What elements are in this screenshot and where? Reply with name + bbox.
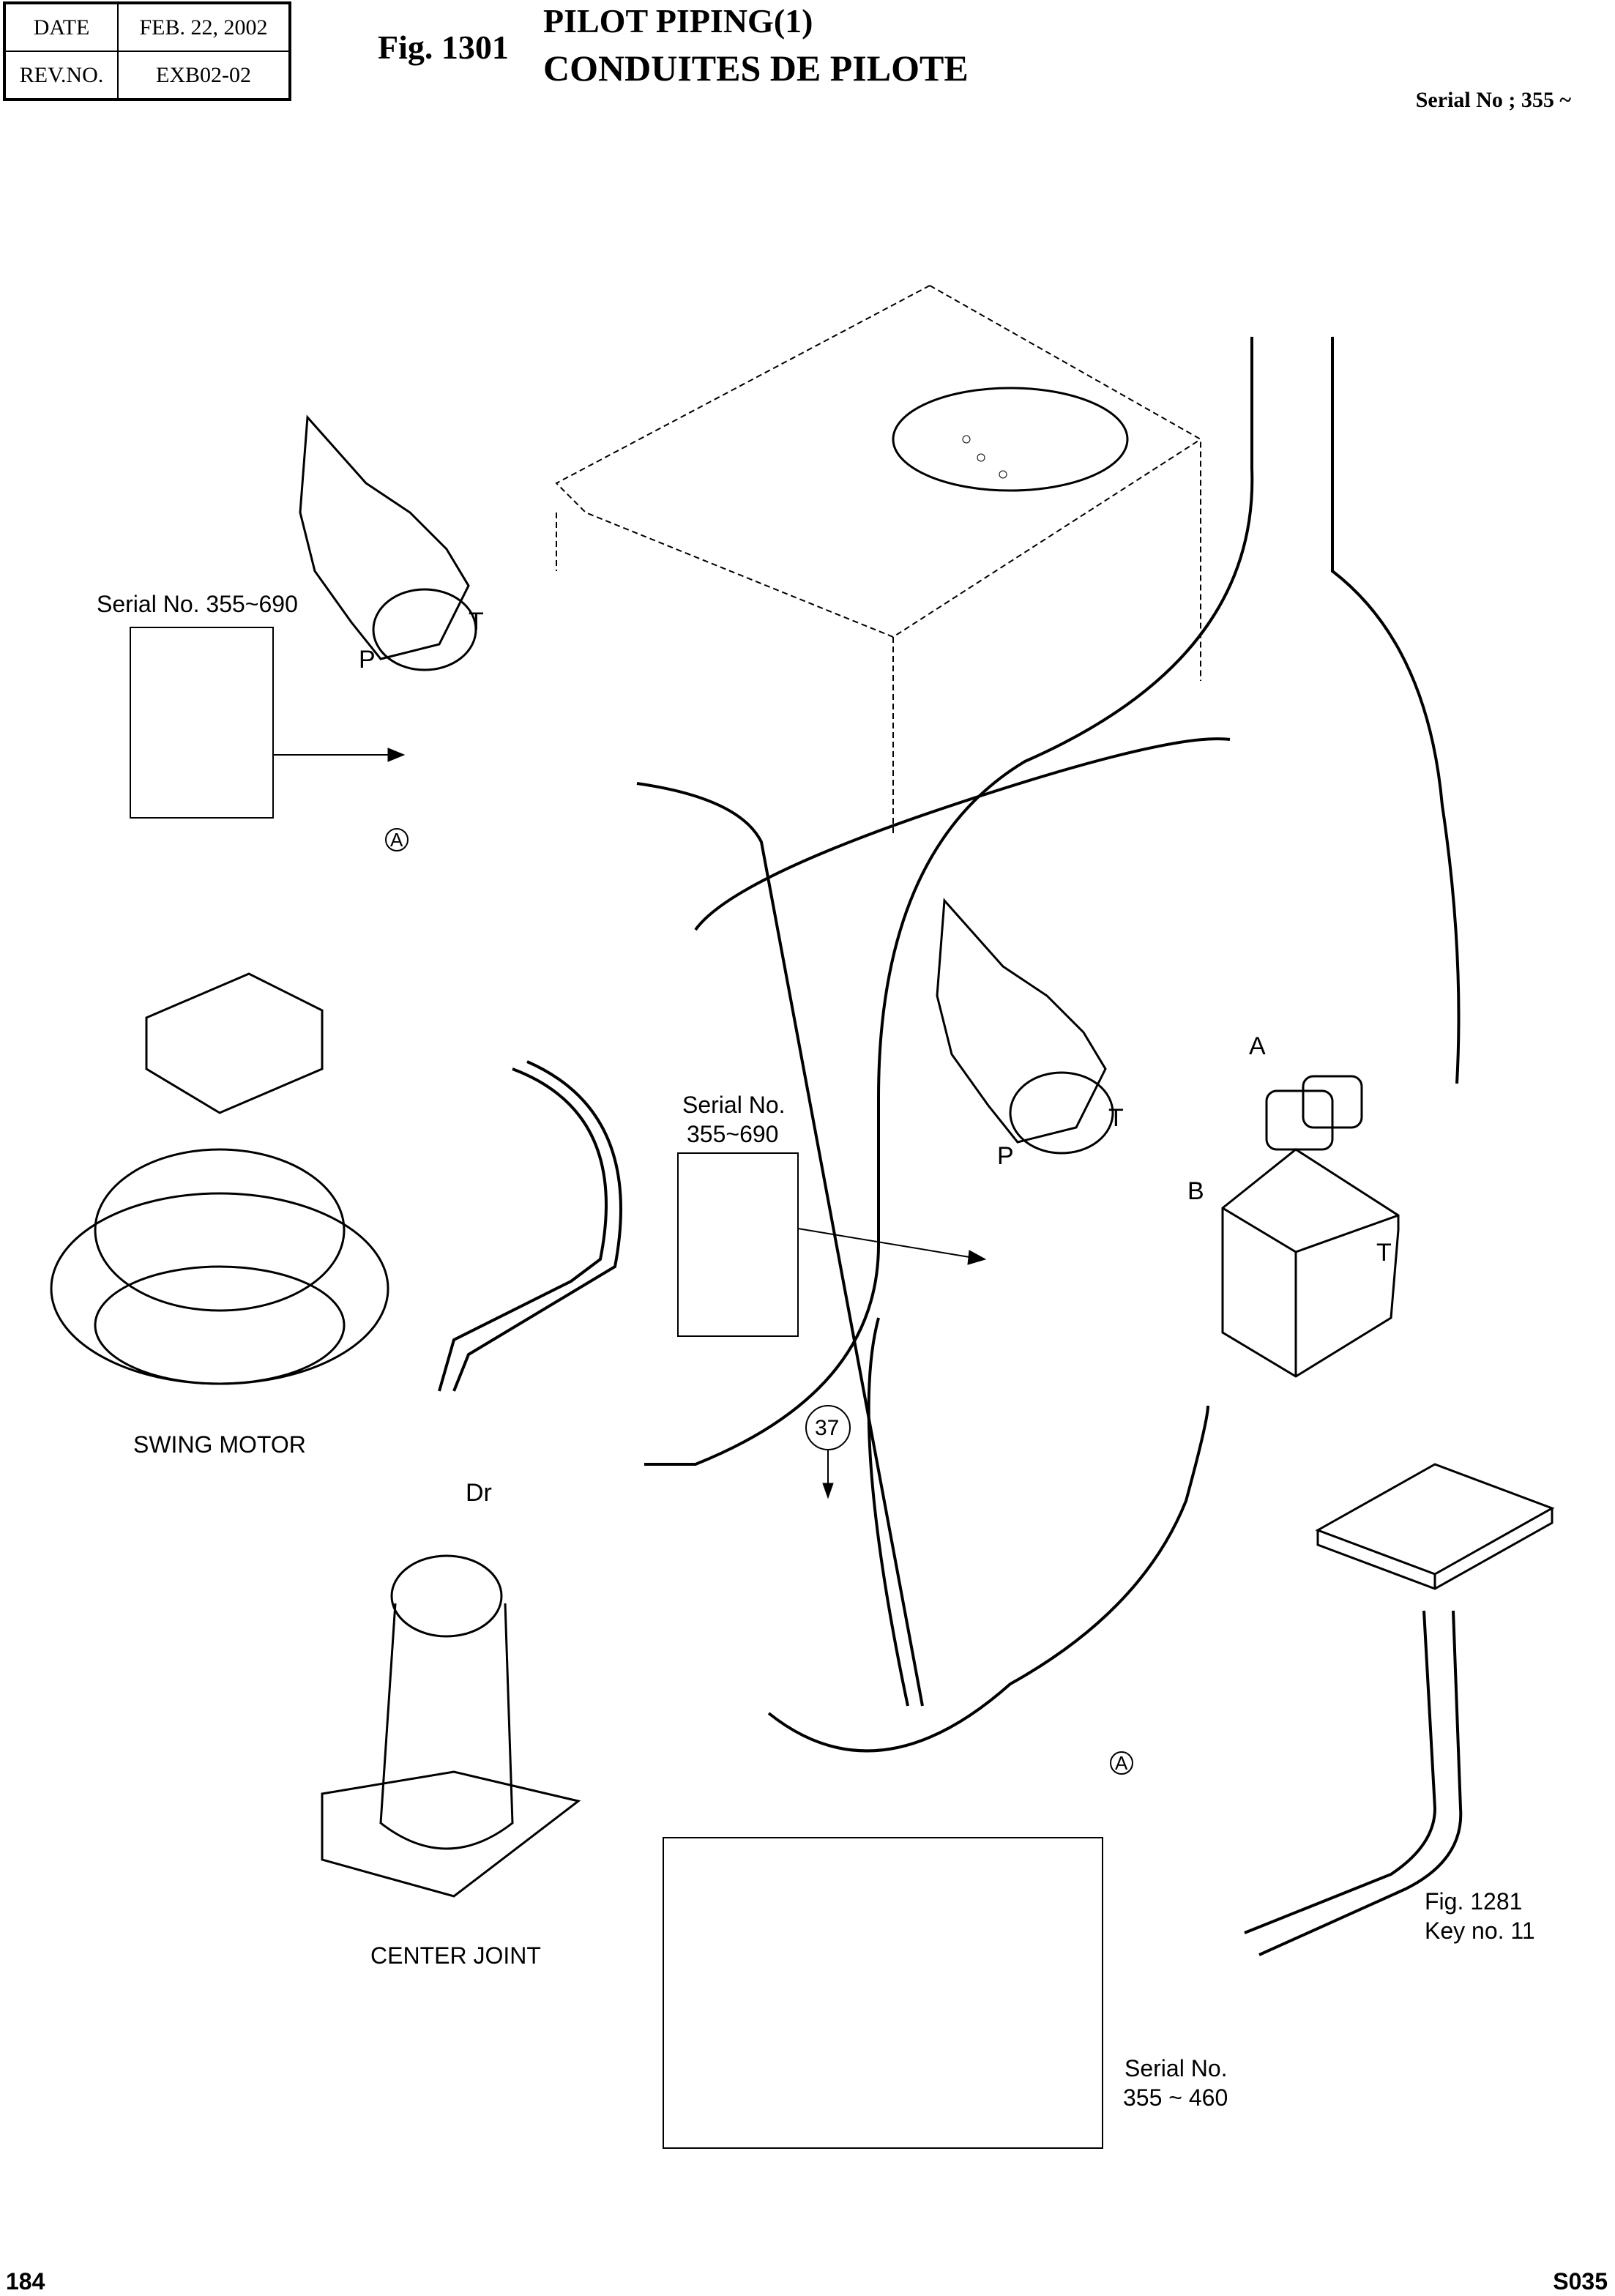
figure-number: Fig. 1301 [378,29,509,66]
port-p-left: P [359,646,376,674]
callout-a-top: A [390,829,403,851]
callout-37: 37 [815,1416,840,1440]
port-t-left: T [469,608,484,636]
left-joystick [299,414,477,671]
inset-box-1 [130,627,274,819]
valve-port-t: T [1376,1239,1392,1267]
title-english: PILOT PIPING(1) [543,2,813,40]
document-code: S035 [1553,2268,1608,2295]
revision-table: DATE FEB. 22, 2002 REV.NO. EXB02-02 [3,1,291,101]
date-label: DATE [3,2,119,52]
pipe-assembly [1244,1610,1463,1956]
center-joint [321,1554,581,1898]
inset-box-3 [663,1837,1103,2149]
swing-motor [50,972,389,1385]
drain-port-label: Dr [466,1479,492,1507]
mounting-plate [1315,1463,1555,1590]
valve-port-a: A [1249,1032,1266,1060]
hoses [438,337,1461,1753]
rev-label: REV.NO. [3,51,119,100]
inset1-serial-label: Serial No. 355~690 [97,591,298,617]
callout-a-bottom: A [1115,1752,1128,1774]
cab-outline [555,285,1201,835]
callout-a-top-circle [385,828,409,851]
right-joystick [936,898,1114,1155]
port-p-right: P [997,1142,1014,1170]
solenoid-valve [1221,1075,1400,1378]
center-joint-label: CENTER JOINT [370,1942,541,1969]
port-t-right: T [1108,1104,1124,1132]
date-value: FEB. 22, 2002 [117,2,291,52]
title-french: CONDUITES DE PILOTE [543,48,969,89]
cab-turntable [892,387,1129,492]
rev-value: EXB02-02 [117,51,291,100]
valve-port-b: B [1187,1177,1204,1205]
callout-a-bottom-circle [1110,1751,1133,1775]
page-number: 184 [6,2268,45,2295]
serial-range: Serial No ; 355 ~ [1415,88,1571,112]
inset2-serial-line2: 355~690 [687,1121,779,1147]
inset2-serial-line1: Serial No. [682,1092,786,1118]
inset3-serial-line1: Serial No. [1124,2055,1228,2081]
swing-motor-label: SWING MOTOR [133,1431,306,1458]
ref-fig-line2: Key no. 11 [1425,1917,1535,1944]
inset3-serial-line2: 355 ~ 460 [1123,2084,1228,2111]
inset-box-2 [677,1152,799,1337]
ref-fig-line1: Fig. 1281 [1425,1888,1523,1915]
